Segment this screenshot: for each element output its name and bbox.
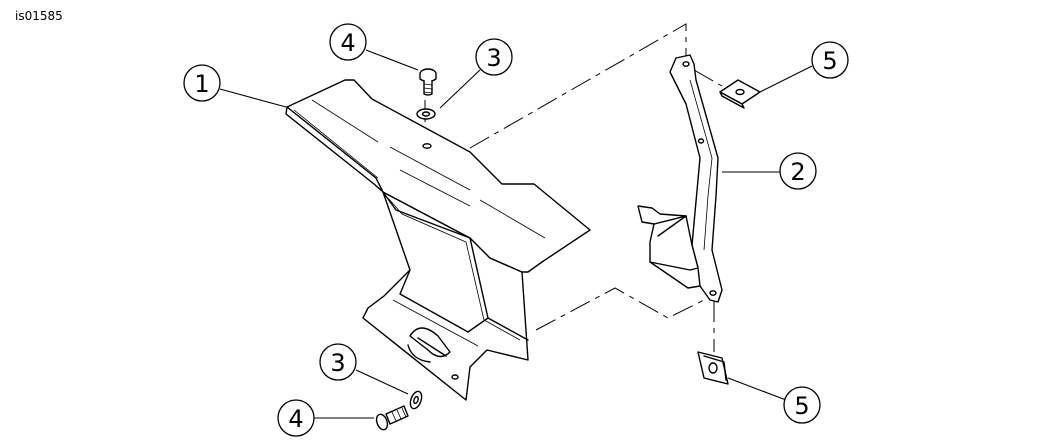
callout-5-top: 5: [811, 41, 849, 79]
part-5-clip-nut-bottom: [697, 351, 729, 385]
callout-5-top-label: 5: [822, 47, 837, 75]
callout-leaders: [219, 49, 813, 419]
callout-5-bottom: 5: [783, 386, 821, 424]
part-4-screw-top: [419, 68, 437, 96]
callout-4-bottom: 4: [277, 399, 315, 437]
figure-id: is01585: [15, 9, 63, 23]
callout-3-bottom-label: 3: [330, 349, 345, 377]
callout-4-top-label: 4: [340, 29, 355, 57]
part-4-screw-bottom: [375, 405, 409, 431]
callout-1: 1: [183, 64, 221, 102]
callout-2: 2: [779, 152, 817, 190]
callout-4-top: 4: [329, 23, 367, 61]
callout-3-top-label: 3: [486, 44, 501, 72]
callout-3-top: 3: [475, 38, 513, 76]
assembly-guide-lines: [424, 23, 723, 352]
callout-4-bottom-label: 4: [288, 405, 303, 433]
callout-2-label: 2: [790, 158, 805, 186]
callout-3-bottom: 3: [319, 343, 357, 381]
part-1-cover: [285, 79, 591, 401]
callout-5-bottom-label: 5: [794, 392, 809, 420]
part-3-washer-top: [416, 108, 436, 120]
part-2-bracket: [637, 54, 723, 303]
part-3-washer-bottom: [409, 390, 423, 410]
part-5-clip-nut-top: [719, 79, 761, 109]
callout-1-label: 1: [194, 70, 209, 98]
